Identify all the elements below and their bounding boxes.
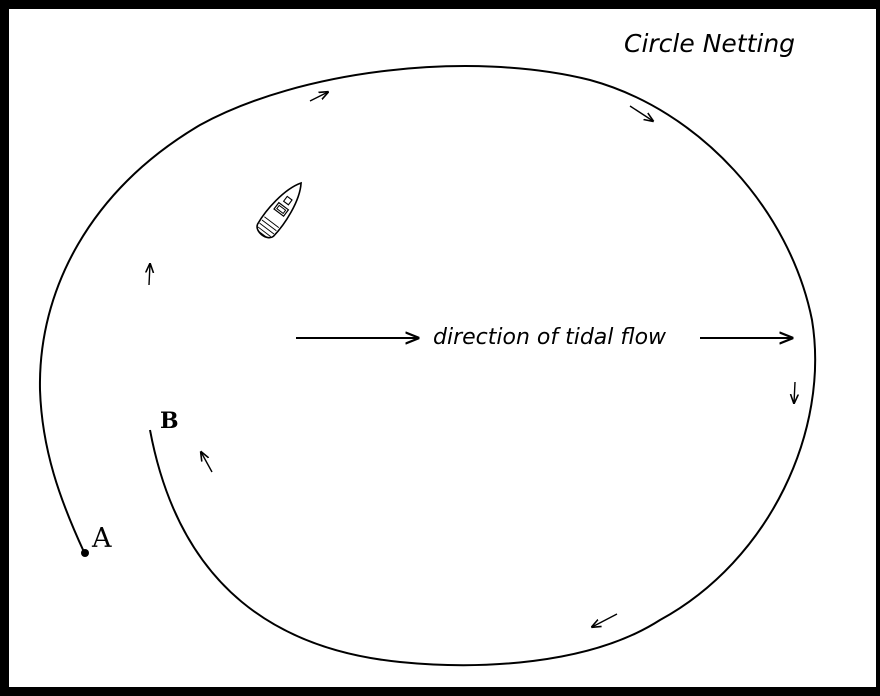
net-arrow-top-left bbox=[309, 92, 328, 102]
net-arrow-left-side bbox=[149, 264, 150, 286]
point-a-marker bbox=[81, 549, 89, 557]
net-arrow-right-side bbox=[794, 381, 795, 403]
tidal-flow-indicator: direction of tidal flow bbox=[296, 325, 792, 350]
net-arrow-top-right bbox=[629, 105, 653, 121]
point-a-label: A bbox=[91, 523, 112, 554]
net-arrow-bottom bbox=[592, 613, 618, 627]
net-path bbox=[38, 65, 817, 667]
tidal-flow-label: direction of tidal flow bbox=[433, 325, 667, 350]
diagram-title: Circle Netting bbox=[624, 29, 795, 58]
boat-icon bbox=[256, 181, 302, 239]
net-arrow-inner-left bbox=[201, 452, 213, 473]
net-direction-arrows bbox=[149, 92, 795, 627]
point-b-label: B bbox=[160, 408, 179, 434]
